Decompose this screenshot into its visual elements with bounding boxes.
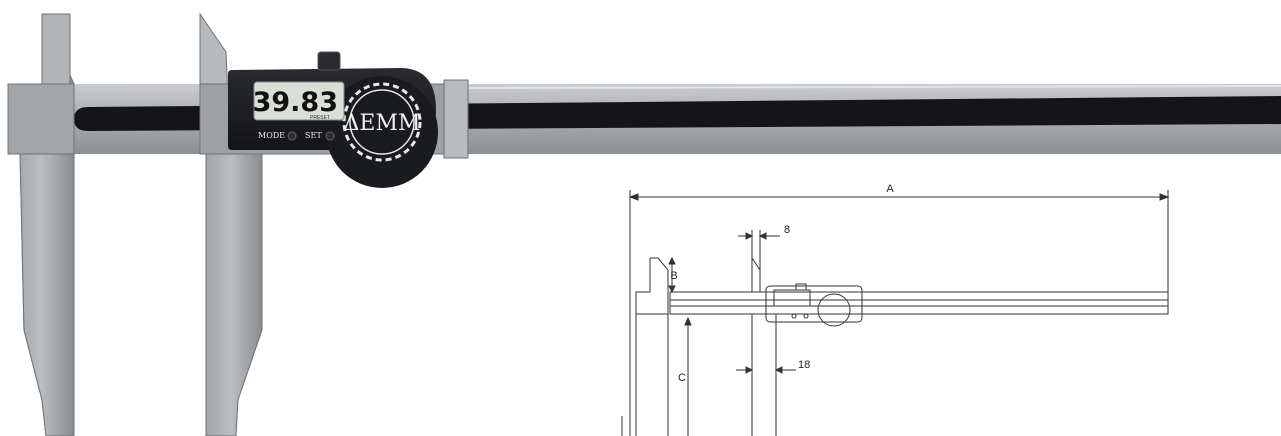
lcd-screen [253, 81, 345, 121]
display-dial [326, 76, 438, 188]
mode-button-label: MODE [258, 131, 285, 140]
technical-drawing [621, 190, 1170, 436]
drawing-fixed-jaw [635, 257, 669, 436]
brand-gear-icon [342, 82, 422, 162]
sliding-jaw-lower [200, 153, 263, 436]
dimension-8-label: 8 [784, 224, 790, 236]
caliper-photo: ΔΕΜΜ 39.83 PRESET MODE SET [7, 12, 1281, 436]
dimension-b-label: B [670, 270, 677, 282]
lcd-preset-indicator: PRESET [310, 115, 330, 121]
lcd-value: 39.83 [253, 87, 338, 118]
dimension-18-label: 18 [798, 359, 810, 371]
mode-button [287, 131, 297, 141]
dimension-a-label: A [886, 183, 894, 195]
drawing-slider [765, 285, 863, 323]
dimension-c-label: C [678, 372, 686, 384]
set-button-label: SET [305, 131, 322, 140]
drawing-sliding-jaw [751, 257, 777, 436]
thumb-wheel [317, 51, 341, 71]
drawing-beam [669, 291, 1169, 315]
brand-logo: ΔΕΜΜ [344, 111, 421, 136]
set-button [325, 131, 335, 141]
